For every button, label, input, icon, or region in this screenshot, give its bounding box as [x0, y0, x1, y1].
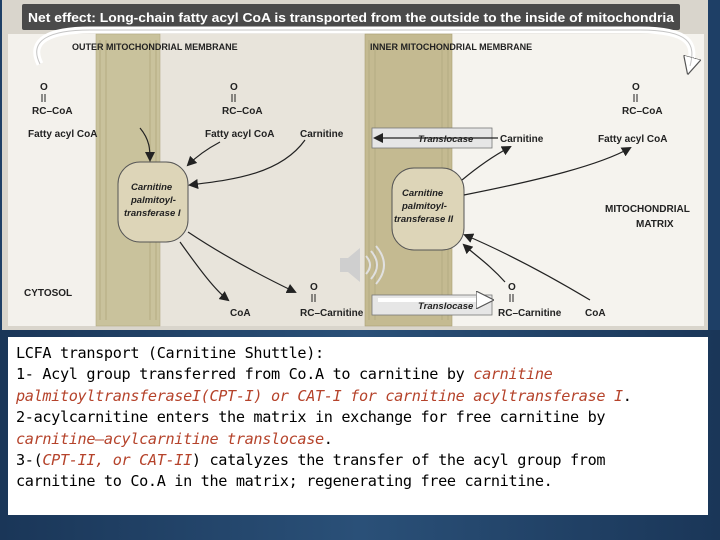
speaker-icon[interactable] [340, 245, 385, 285]
svg-text:Carnitine: Carnitine [402, 188, 444, 199]
net-effect-banner [22, 4, 680, 30]
caption-line-4: 2-acylcarnitine enters the matrix in exc… [16, 408, 606, 427]
svg-text:Fatty acyl CoA: Fatty acyl CoA [598, 134, 667, 145]
matrix-rc-carnitine: O RC–Carnitine [498, 282, 562, 319]
arrow-rccarnitine-to-cpt2 [462, 243, 506, 283]
svg-text:RC–CoA: RC–CoA [622, 106, 663, 117]
svg-text:Carnitine: Carnitine [131, 182, 173, 193]
svg-text:Fatty acyl CoA: Fatty acyl CoA [205, 129, 274, 140]
svg-text:palmitoyl-: palmitoyl- [130, 195, 176, 206]
caption-line-3: palmitoyltransferaseI(CPT-I) or CAT-I fo… [16, 386, 632, 405]
caption-line-7: carnitine to Co.A in the matrix; regener… [16, 472, 553, 491]
arrow-carnitine-to-cpt1 [188, 139, 306, 189]
translocase-top-label: Translocase [418, 134, 474, 145]
svg-text:O: O [310, 282, 318, 293]
caption-line-6: 3-(CPT-II, or CAT-II) catalyzes the tran… [16, 451, 606, 470]
ims-rc-carnitine: O RC–Carnitine [300, 282, 364, 319]
arrow-coa-to-cpt2 [463, 233, 591, 301]
matrix-region [452, 34, 704, 326]
matrix-label-2: MATRIX [636, 219, 674, 230]
cytosol-label: CYTOSOL [24, 288, 72, 299]
outer-membrane-label: OUTER MITOCHONDRIAL MEMBRANE [72, 42, 238, 52]
svg-text:RC–CoA: RC–CoA [222, 106, 263, 117]
matrix-fatty-acyl-coa: O RC–CoA Fatty acyl CoA [598, 82, 667, 145]
cpt1-enzyme [117, 161, 189, 243]
arrow-cpt2-to-carnitine [461, 146, 512, 181]
arrow-ims-acylcoa-to-cpt1 [186, 141, 221, 167]
cpt1-label: Carnitine palmitoyl- transferase I [124, 182, 181, 219]
ims-coa: CoA [230, 308, 251, 319]
svg-text:O: O [632, 82, 640, 93]
ims-carnitine: Carnitine [300, 129, 344, 140]
matrix-label-1: MITOCHONDRIAL [605, 204, 690, 215]
arrow-cpt1-to-coa [179, 241, 230, 302]
arrow-acylcoa-to-cpt1 [139, 127, 155, 162]
cpt2-enzyme [391, 167, 465, 251]
matrix-coa: CoA [585, 308, 606, 319]
svg-text:RC–CoA: RC–CoA [32, 106, 73, 117]
arrow-cpt2-to-acylcoa [463, 147, 632, 196]
svg-text:Fatty acyl CoA: Fatty acyl CoA [28, 129, 97, 140]
svg-text:transferase I: transferase I [124, 208, 181, 219]
caption-line-5: carnitine–acylcarnitine translocase. [16, 429, 333, 448]
arrow-cpt1-to-rccarnitine [187, 231, 297, 294]
matrix-carnitine: Carnitine [500, 134, 544, 145]
svg-text:transferase II: transferase II [394, 214, 454, 225]
svg-text:RC–Carnitine: RC–Carnitine [498, 308, 562, 319]
cytosol-region [8, 34, 96, 326]
net-effect-text: Net effect: Long-chain fatty acyl CoA is… [28, 10, 675, 25]
caption-box: LCFA transport (Carnitine Shuttle): 1- A… [8, 337, 708, 515]
translocase-bottom-label: Translocase [418, 301, 474, 312]
svg-text:O: O [230, 82, 238, 93]
cytosol-fatty-acyl-coa: O RC–CoA Fatty acyl CoA [28, 82, 97, 140]
ims-fatty-acyl-coa: O RC–CoA Fatty acyl CoA [205, 82, 274, 140]
svg-text:O: O [508, 282, 516, 293]
svg-text:RC–Carnitine: RC–Carnitine [300, 308, 364, 319]
caption-line-1: LCFA transport (Carnitine Shuttle): [16, 344, 324, 362]
intermembrane-space [160, 34, 365, 326]
svg-text:O: O [40, 82, 48, 93]
svg-text:palmitoyl-: palmitoyl- [401, 201, 447, 212]
caption-line-2: 1- Acyl group transferred from Co.A to c… [16, 365, 553, 384]
cpt2-label: Carnitine palmitoyl- transferase II [394, 188, 454, 225]
inner-membrane-label: INNER MITOCHONDRIAL MEMBRANE [370, 42, 532, 52]
